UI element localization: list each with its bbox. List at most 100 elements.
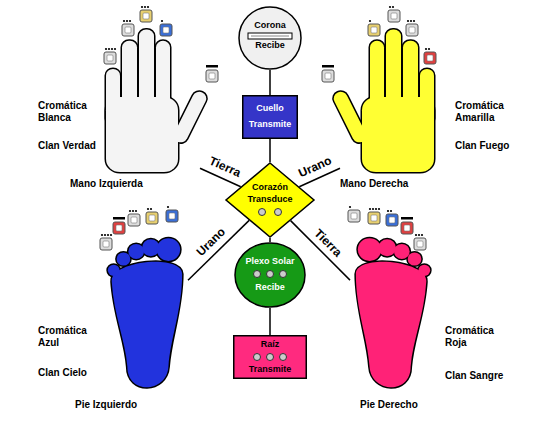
plexus-circle: Plexo SolarRecibe (234, 242, 306, 308)
node-text: Cromática Amarilla (455, 100, 519, 123)
glyph-icon (388, 6, 400, 22)
glyph-inner (427, 55, 433, 61)
glyph-bar (113, 217, 125, 220)
glyph-icon (414, 234, 426, 250)
glyph-icon (100, 234, 112, 250)
glyph-inner (351, 213, 357, 219)
glyph-square (146, 212, 158, 224)
glyph-dot (372, 208, 374, 210)
line-label: Urano (192, 224, 230, 261)
glyph-dot (105, 48, 107, 50)
glyph-dot (375, 208, 377, 210)
glyph-dot (141, 6, 143, 8)
node-text: Clan Fuego (455, 140, 509, 152)
line-label: Urano (295, 153, 336, 182)
glyph-dot (111, 48, 113, 50)
glyph-square (401, 222, 413, 234)
glyph-dot (129, 210, 131, 212)
glyph-dot (129, 20, 131, 22)
glyph-inner (325, 73, 331, 79)
glyph-square (388, 10, 400, 22)
glyph-dot (107, 234, 109, 236)
glyph-dot (150, 208, 152, 210)
node-text: Transmite (242, 119, 298, 129)
node-text: Mano Izquierda (70, 178, 143, 190)
node-text: Recibe (234, 282, 306, 292)
node-text: Pie Derecho (360, 399, 418, 411)
left-hand-outline (100, 22, 200, 172)
glyph-bar (401, 217, 413, 220)
glyph-square (414, 238, 426, 250)
glyph-inner (131, 217, 137, 223)
right-hand-outline (340, 22, 440, 172)
root-box: RaízTransmite (233, 335, 307, 379)
glyph-icon (368, 20, 380, 36)
plexus-circle-outline (234, 242, 306, 308)
glyph-inner (371, 215, 377, 221)
glyph-icon (406, 20, 418, 36)
connector-line (269, 139, 271, 162)
glyph-dot (387, 210, 389, 212)
glyph-dot (369, 20, 371, 22)
glyph-icon (140, 6, 152, 22)
glyph-dot (349, 206, 351, 208)
glyph-icon (401, 217, 413, 234)
glyph-dot (144, 6, 146, 8)
glyph-inner (209, 73, 215, 79)
glyph-icon (206, 65, 218, 82)
line-label: Tierra (205, 153, 245, 181)
glyph-inner (169, 213, 175, 219)
node-text: Transmite (233, 364, 307, 374)
node-text: Plexo Solar (234, 256, 306, 266)
glyph-square (128, 214, 140, 226)
glyph-inner (409, 27, 415, 33)
glyph-inner (371, 27, 377, 33)
glyph-square (322, 70, 334, 82)
glyph-square (206, 70, 218, 82)
glyph-dot (108, 48, 110, 50)
glyph-square (424, 52, 436, 64)
glyph-dot (114, 48, 116, 50)
glyph-bar (322, 65, 334, 68)
node-text: Cromática Azul (38, 325, 102, 348)
node-text: Raíz (233, 339, 307, 349)
connector-line (269, 70, 271, 95)
glyph-icon (113, 217, 125, 234)
glyph-inner (391, 13, 397, 19)
glyph-square (348, 210, 360, 222)
glyph-dot (167, 206, 169, 208)
crown-circle: CoronaRecibe (238, 6, 302, 70)
node-text: Transduce (225, 194, 315, 204)
glyph-icon (166, 206, 178, 222)
glyph-dot (110, 234, 112, 236)
glyph-dot (390, 210, 392, 212)
glyph-dot (378, 208, 380, 210)
glyph-square (166, 210, 178, 222)
glyph-dot (389, 6, 391, 8)
line-label: Tierra (310, 224, 346, 260)
glyph-square (386, 214, 398, 226)
right-hand: Cromática AmarillaClan FuegoMano Derecha (340, 22, 440, 172)
glyph-dot (425, 48, 427, 50)
glyph-dot (147, 6, 149, 8)
glyph-icon (160, 20, 172, 36)
node-text: Pie Izquierdo (75, 399, 137, 411)
crown-circle-outline (238, 6, 302, 70)
left-foot-outline (100, 225, 188, 395)
glyph-inner (389, 217, 395, 223)
node-text: Recibe (238, 40, 302, 50)
glyph-dot (428, 48, 430, 50)
glyph-inner (163, 27, 169, 33)
right-foot-outline (350, 225, 438, 395)
glyph-dot (369, 208, 371, 210)
glyph-square (104, 52, 116, 64)
glyph-inner (107, 55, 113, 61)
glyph-inner (404, 225, 410, 231)
glyph-inner (103, 241, 109, 247)
glyph-dot (147, 208, 149, 210)
glyph-icon (104, 48, 116, 64)
glyph-dot (421, 234, 423, 236)
left-hand: Cromática BlancaClan VerdadMano Izquierd… (100, 22, 200, 172)
node-text: Clan Verdad (38, 140, 96, 152)
